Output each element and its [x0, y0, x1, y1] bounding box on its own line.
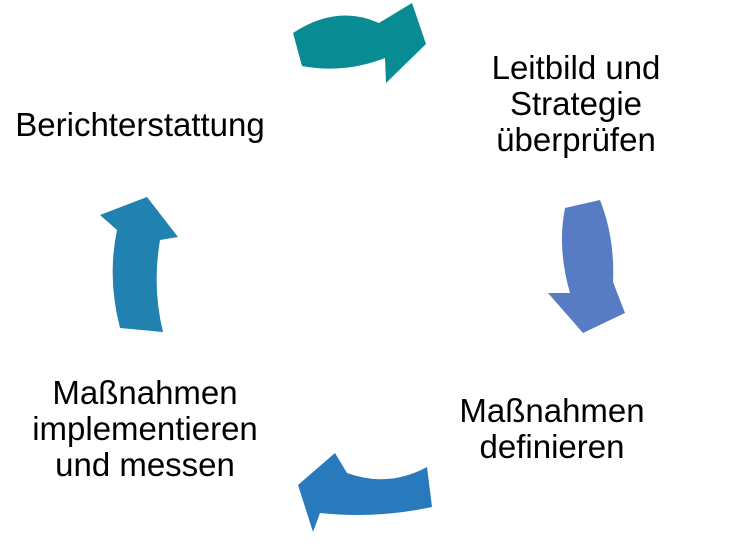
label-line: Leitbild und: [491, 49, 661, 86]
label-line: überprüfen: [496, 121, 656, 158]
curved-arrow-up-icon: [100, 197, 178, 332]
node-label-berichterstattung: Berichterstattung: [15, 107, 265, 143]
curved-arrow-right-shape: [293, 3, 426, 83]
node-label-massnahmen-implementieren: Maßnahmen implementieren und messen: [25, 375, 265, 483]
label-line: implementieren: [32, 410, 258, 447]
curved-arrow-down-shape: [548, 200, 625, 333]
node-label-massnahmen-definieren: Maßnahmen definieren: [442, 393, 662, 465]
curved-arrow-left-shape: [298, 453, 432, 532]
node-label-leitbild-strategie: Leitbild und Strategie überprüfen: [466, 50, 686, 158]
curved-arrow-down-icon: [548, 200, 625, 333]
label-line: definieren: [479, 428, 625, 465]
curved-arrow-right-icon: [293, 3, 426, 83]
label-line: Maßnahmen: [459, 392, 645, 429]
label-line: und messen: [55, 446, 235, 483]
curved-arrow-left-icon: [298, 453, 432, 532]
label-line: Berichterstattung: [15, 106, 265, 143]
curved-arrow-up-shape: [100, 197, 178, 332]
label-line: Strategie: [509, 85, 643, 122]
label-line: Maßnahmen: [52, 374, 238, 411]
